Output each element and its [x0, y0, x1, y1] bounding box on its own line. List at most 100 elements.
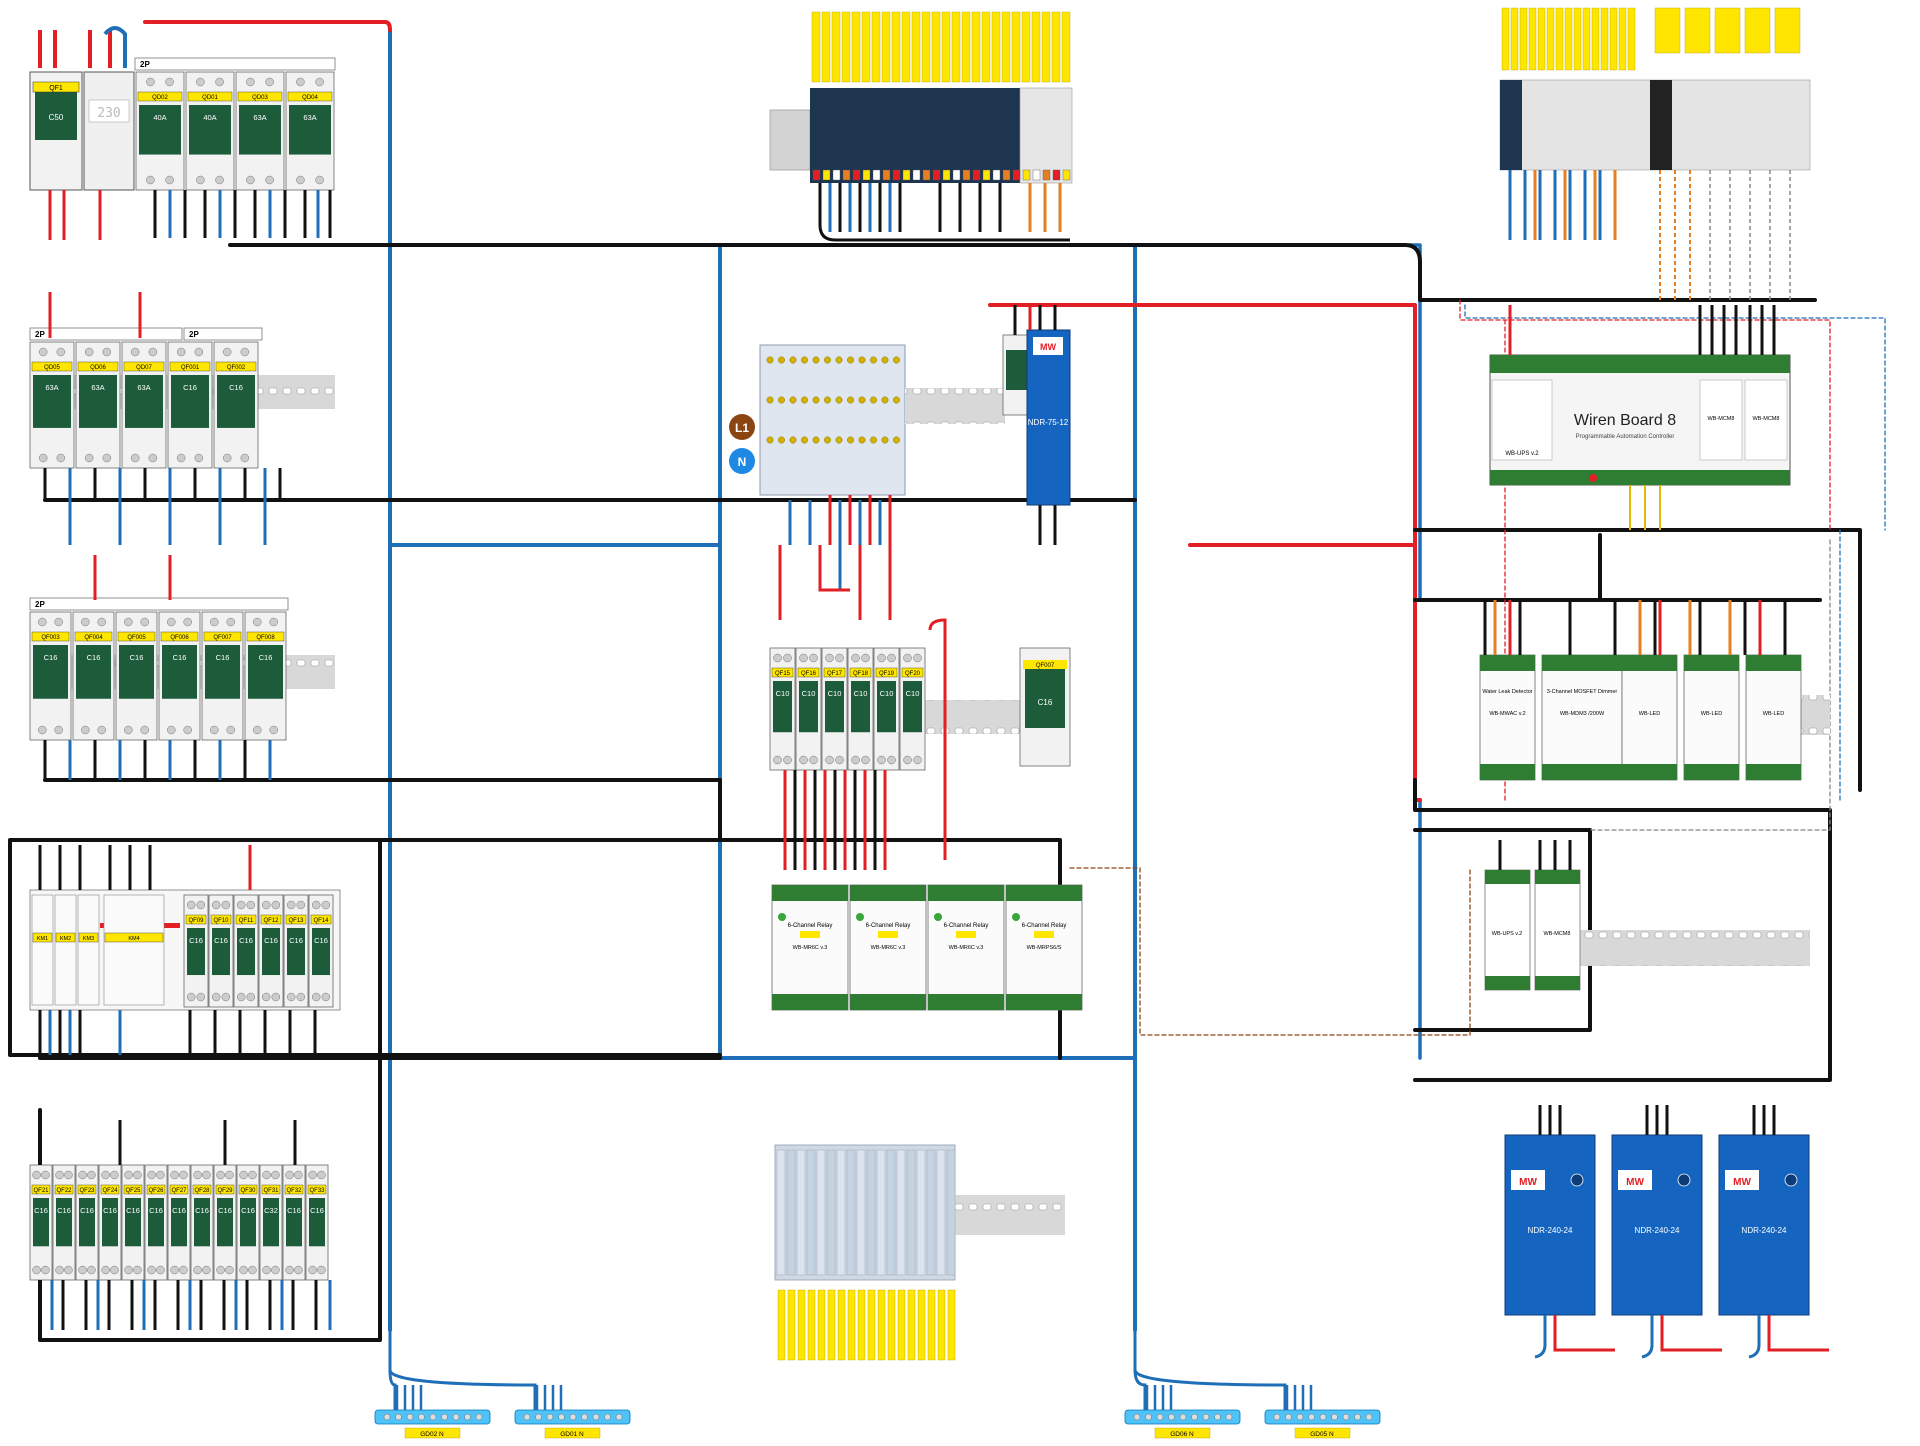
- row4-module-3-label: KM3: [83, 936, 94, 942]
- bottom-right-modules: WB-UPS v.2 WB-MCM8: [1484, 840, 1810, 991]
- row4-module-2[interactable]: KM2: [54, 894, 77, 1006]
- neutral-bar-2: GD01 N: [388, 1330, 631, 1439]
- bc-terminal-16: [926, 1149, 936, 1276]
- row5-breaker-8-tag: [192, 1184, 212, 1195]
- row4-breaker-4-tag: [260, 914, 282, 925]
- meter-display: 230: [97, 106, 120, 121]
- bc-label-strip-3: [797, 1289, 806, 1361]
- row5-breaker-7-screw-top: [170, 1170, 179, 1180]
- row4-breaker-3-screw-top: [236, 900, 246, 910]
- tc-terminal-gray: [1019, 87, 1073, 184]
- row4-module-1[interactable]: KM1: [31, 894, 54, 1006]
- row5-breaker-8-body: [194, 1198, 210, 1247]
- row5-breaker-12-screw-top: [285, 1170, 294, 1180]
- neutral-bar-1-screw: [395, 1413, 402, 1421]
- row1-rcd-2-rating: 40A: [203, 113, 216, 122]
- mid-breaker-3-screw-bottom: [825, 755, 834, 765]
- tr-labels: [1501, 7, 1801, 71]
- neutral-bar-2-feed: [388, 1330, 537, 1410]
- row2-feed: [48, 292, 142, 338]
- busbar-screw: [881, 356, 889, 364]
- row5-breaker-11-screw-bottom-2: [271, 1265, 280, 1275]
- right-module-2-top: [1542, 655, 1622, 671]
- neutral-bar-1-screw: [383, 1413, 391, 1421]
- row3-device-1-screw-bottom-2: [54, 725, 63, 735]
- row4-bottom-drops: [38, 1010, 317, 1055]
- right-module-4-bottom: [1684, 764, 1739, 780]
- row4-breaker-5-screw-bottom: [286, 992, 296, 1002]
- row2-device-3-body: [125, 375, 163, 428]
- row3-device-1-screw-top-2: [54, 617, 63, 627]
- br-rail: [1580, 930, 1810, 966]
- row5-breaker-1-screw-bottom-2: [41, 1265, 50, 1275]
- tr-label-strip-12: [1600, 7, 1609, 71]
- right-module-1-title: Water Leak Detector: [1482, 689, 1532, 695]
- right-module-2-title: 3-Channel MOSFET Dimmer: [1547, 689, 1618, 695]
- mid-breaker-1-body: [773, 681, 792, 733]
- neutral-bar-1-screw: [464, 1413, 471, 1421]
- row4-module-4[interactable]: KM4: [103, 894, 165, 1006]
- mid-breaker-3-label: QF17: [827, 671, 843, 677]
- row1-rcd-4-screw-top: [296, 77, 305, 87]
- psu-small-logo-bg: [1033, 337, 1063, 355]
- row1-rcd-4-screw-bottom: [296, 175, 305, 185]
- psu-small-breaker-body: [1006, 350, 1030, 390]
- wb-top-wires: [1698, 305, 1776, 355]
- mid-breaker-4-label: QF18: [853, 671, 869, 677]
- tr-label-strip-10: [1582, 7, 1591, 71]
- row5-breaker-3-screw-bottom: [78, 1265, 87, 1275]
- busbar-screw: [812, 356, 820, 364]
- bc-terminal-14: [906, 1149, 916, 1276]
- row5-breaker-3-tag: [77, 1184, 97, 1195]
- row2-device-2-tag: [77, 361, 119, 372]
- row4-module-3[interactable]: KM3: [77, 894, 100, 1006]
- row5-breaker-10-tag: [238, 1184, 258, 1195]
- row5-breaker-13-tag: [307, 1184, 327, 1195]
- row5-breaker-12-screw-bottom: [285, 1265, 294, 1275]
- row5-breakers: QF21C16QF22C16QF23C16QF24C16QF25C16QF26C…: [29, 1164, 329, 1281]
- row2-group-bar-2: [183, 327, 263, 341]
- neutral-bar-1-screw: [475, 1413, 483, 1421]
- mid-breaker-3-rating: C10: [828, 689, 842, 698]
